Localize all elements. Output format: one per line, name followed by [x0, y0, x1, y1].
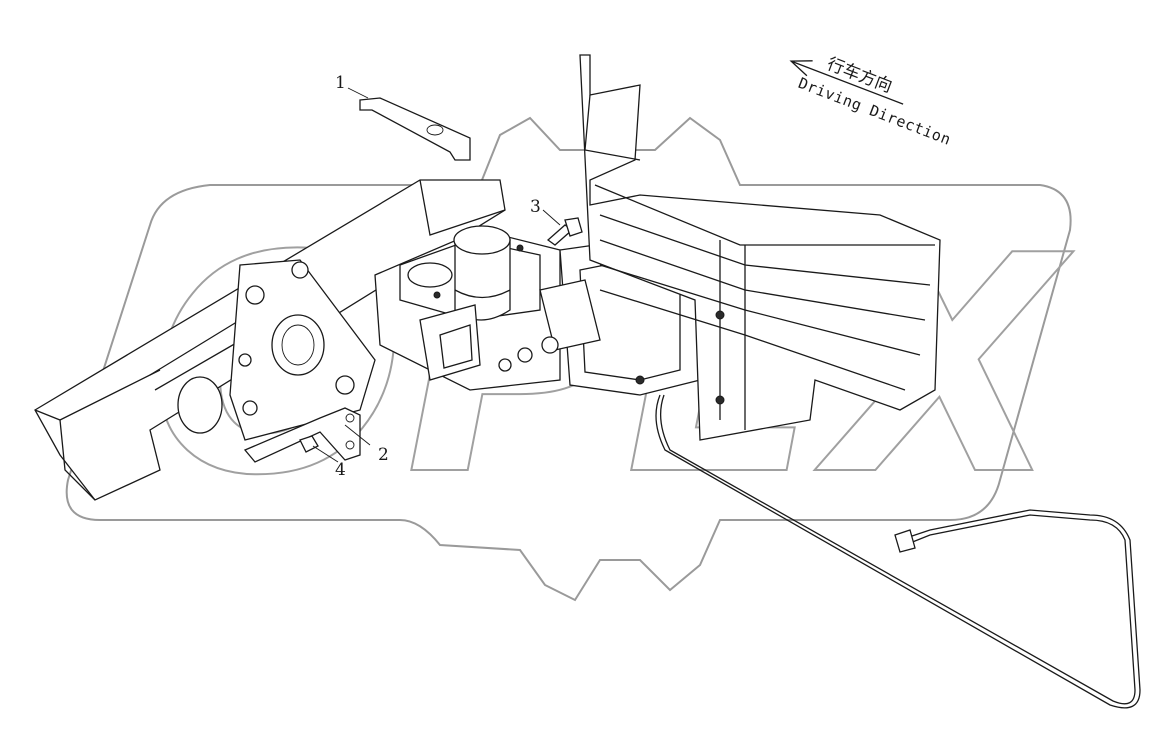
driving-direction-indicator: 行车方向 Driving Direction [789, 54, 953, 149]
part-4-nut [299, 435, 319, 453]
callout-3: 3 [530, 197, 541, 217]
part-2-plate [243, 407, 361, 463]
part-3-bolt [546, 217, 583, 246]
part-1-strip [359, 97, 471, 161]
callout-1: 1 [335, 73, 346, 93]
mounting-bracket [229, 259, 376, 441]
callout-4: 4 [335, 460, 346, 480]
motor-cylinder [419, 225, 511, 381]
direction-arrow-icon [789, 60, 904, 105]
hydraulic-line [655, 394, 1141, 709]
battery-tray [579, 54, 941, 441]
callout-2: 2 [378, 445, 389, 465]
callout-leaders [312, 87, 561, 463]
